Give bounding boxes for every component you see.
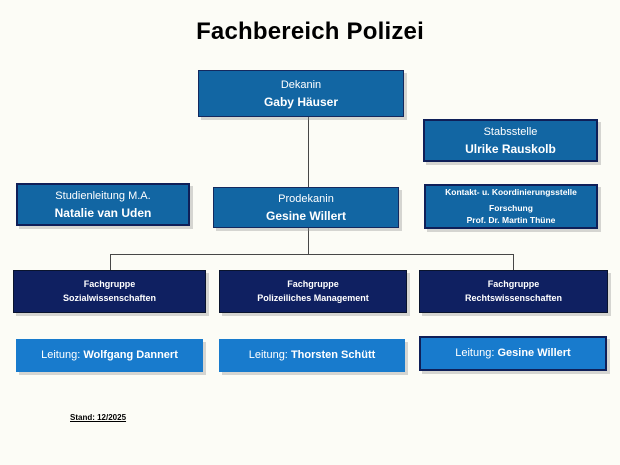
- connector-dekanin-prodekanin: [308, 117, 309, 188]
- page-title: Fachbereich Polizei: [196, 18, 424, 45]
- org-box-kontakt: Kontakt- u. Koordinierungsstelle Forschu…: [424, 184, 598, 229]
- org-box-studienleitung: Studienleitung M.A. Natalie van Uden: [16, 183, 190, 226]
- leitung-sozial-label: Leitung:: [41, 349, 81, 361]
- leitung-recht-label: Leitung:: [455, 347, 495, 359]
- org-box-leitung-rechtswissenschaften: Leitung: Gesine Willert: [419, 336, 607, 371]
- org-box-stabsstelle: Stabsstelle Ulrike Rauskolb: [423, 119, 598, 162]
- prodekanin-name: Gesine Willert: [266, 208, 346, 223]
- fachgruppe-sozial-line1: Fachgruppe: [83, 279, 136, 290]
- connector-horizontal: [110, 254, 514, 255]
- studienleitung-name: Natalie van Uden: [54, 205, 152, 220]
- org-box-prodekanin: Prodekanin Gesine Willert: [213, 187, 399, 228]
- fachgruppe-recht-line2: Rechtswissenschaften: [464, 292, 563, 303]
- org-box-fachgruppe-polizeiliches-management: Fachgruppe Polizeiliches Management: [219, 270, 407, 313]
- org-box-fachgruppe-sozialwissenschaften: Fachgruppe Sozialwissenschaften: [13, 270, 206, 313]
- org-box-leitung-polizeiliches-management: Leitung: Thorsten Schütt: [219, 339, 405, 372]
- org-box-dekanin: Dekanin Gaby Häuser: [198, 70, 404, 117]
- org-box-fachgruppe-rechtswissenschaften: Fachgruppe Rechtswissenschaften: [419, 270, 608, 313]
- kontakt-line1: Kontakt- u. Koordinierungsstelle: [445, 187, 577, 198]
- kontakt-name: Prof. Dr. Martin Thüne: [466, 214, 556, 225]
- fachgruppe-polizei-line1: Fachgruppe: [287, 279, 339, 290]
- kontakt-line2: Forschung: [489, 203, 533, 214]
- leitung-recht-name: Gesine Willert: [497, 347, 571, 359]
- fachgruppe-recht-line1: Fachgruppe: [487, 279, 540, 290]
- stabsstelle-name: Ulrike Rauskolb: [465, 141, 556, 156]
- leitung-polizei-label: Leitung:: [248, 349, 288, 361]
- fachgruppe-polizei-line2: Polizeiliches Management: [257, 292, 369, 303]
- studienleitung-role: Studienleitung M.A.: [55, 189, 151, 202]
- connector-drop-right: [513, 254, 514, 270]
- leitung-sozial-name: Wolfgang Dannert: [83, 349, 178, 361]
- stabsstelle-role: Stabsstelle: [483, 125, 538, 138]
- connector-drop-left: [110, 254, 111, 270]
- org-box-leitung-sozialwissenschaften: Leitung: Wolfgang Dannert: [16, 339, 203, 372]
- stand-date: Stand: 12/2025: [70, 413, 127, 422]
- leitung-polizei-name: Thorsten Schütt: [290, 349, 376, 361]
- fachgruppe-sozial-line2: Sozialwissenschaften: [62, 292, 157, 303]
- dekanin-name: Gaby Häuser: [263, 94, 339, 109]
- prodekanin-role: Prodekanin: [278, 192, 334, 205]
- dekanin-role: Dekanin: [280, 78, 322, 91]
- connector-prodekanin-down: [308, 228, 309, 255]
